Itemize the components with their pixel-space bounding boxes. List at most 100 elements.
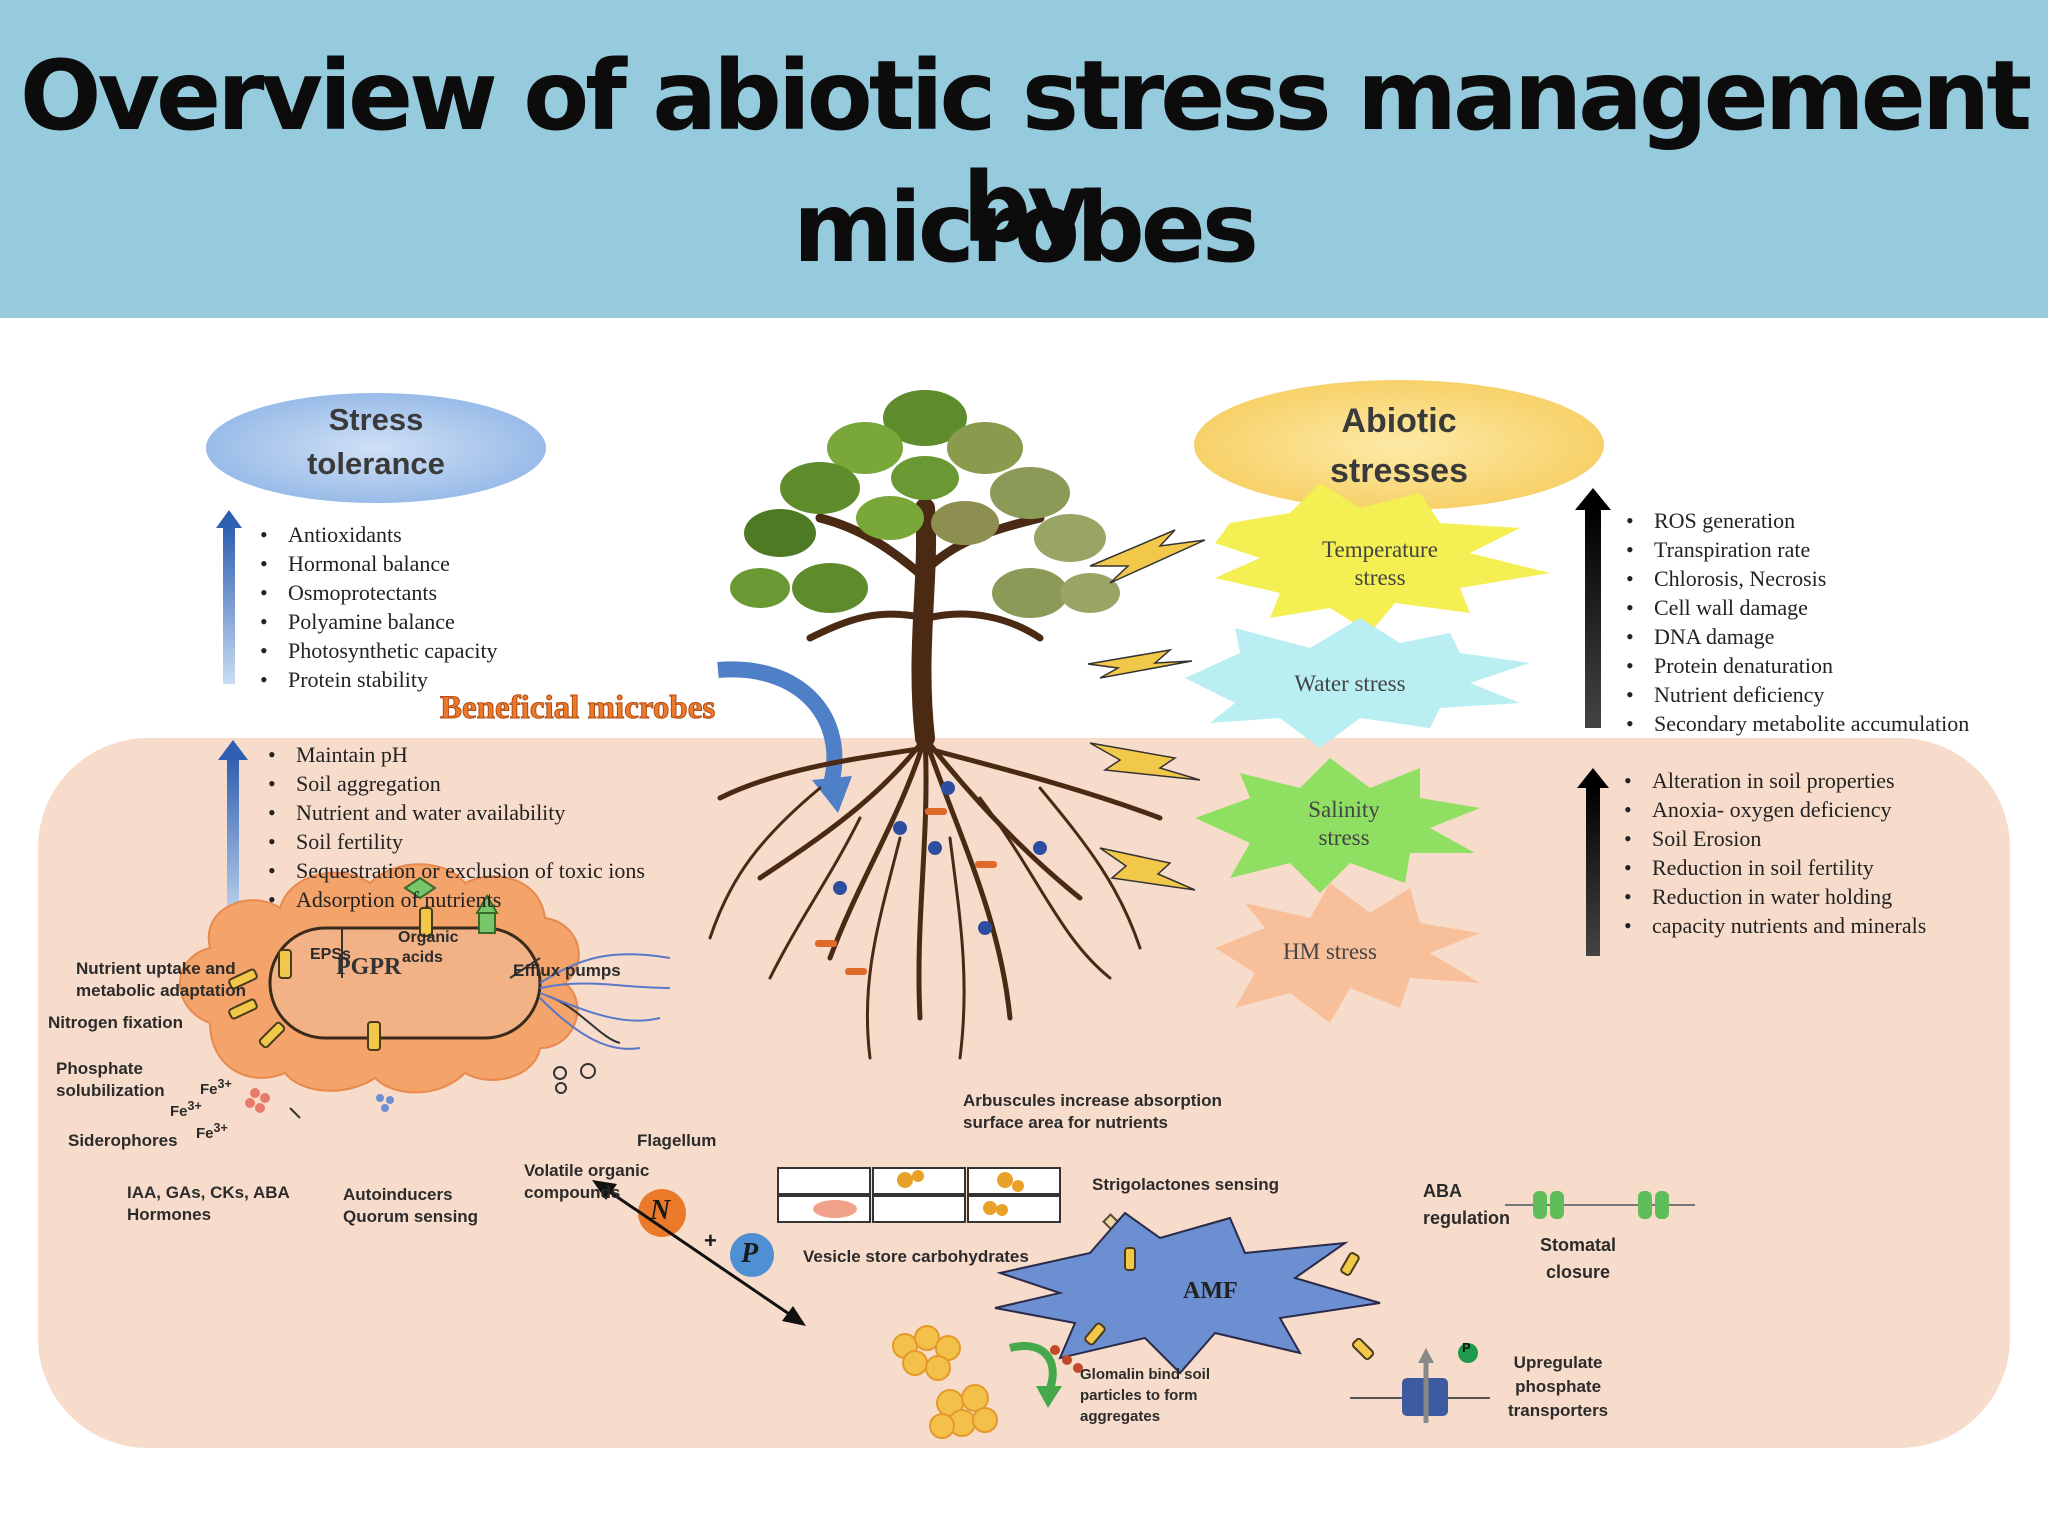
list-item: Reduction in water holding xyxy=(1618,882,1926,911)
list-item: Secondary metabolite accumulation xyxy=(1620,709,1969,738)
upregulate-transporters-label: Upregulate phosphate transporters xyxy=(1508,1351,1608,1423)
list-item: Reduction in soil fertility xyxy=(1618,853,1926,882)
strigolactones-label: Strigolactones sensing xyxy=(1092,1175,1280,1194)
iron-labels: Fe3+ Fe3+ Fe3+ xyxy=(170,1076,232,1142)
volatile-bubbles xyxy=(553,1063,596,1094)
fe-label-1: Fe3+ xyxy=(200,1077,232,1098)
arbuscules-label: Arbuscules increase absorption surface a… xyxy=(963,1090,1222,1134)
up-arrow-upper-black xyxy=(1575,488,1611,728)
glomalin-dots xyxy=(1050,1345,1083,1373)
autoinducers-line1: Autoinducers xyxy=(343,1185,453,1204)
lightning-bolts xyxy=(1087,529,1206,891)
water-stress-label: Water stress xyxy=(1294,671,1406,696)
phosphorus-symbol: P xyxy=(741,1238,759,1269)
abiotic-stresses-heading-line2: stresses xyxy=(1329,452,1468,490)
diagram: Stress tolerance Abiotic stresses Antiox… xyxy=(0,318,2048,1536)
hormones-line2: Hormones xyxy=(127,1205,212,1224)
stress-tolerance-heading: Stress tolerance xyxy=(256,398,496,486)
glomalin-line3: aggregates xyxy=(1080,1408,1161,1425)
fe-label-2: Fe3+ xyxy=(170,1099,202,1120)
phosphate-solubilization-label: Phosphate solubilization xyxy=(56,1058,165,1102)
stomata-icon xyxy=(1505,1191,1695,1219)
aba-regulation-label: ABA regulation xyxy=(1423,1178,1510,1232)
title-line-2: microbes xyxy=(792,172,1259,284)
temperature-star xyxy=(1215,483,1550,633)
list-item: Sequestration or exclusion of toxic ions xyxy=(262,856,645,885)
hm-star xyxy=(1215,883,1480,1023)
phosphate-solubilization-line1: Phosphate xyxy=(56,1059,143,1078)
salinity-stress-line1: Salinity xyxy=(1308,797,1380,822)
hormones-label: IAA, GAs, CKs, ABA Hormones xyxy=(127,1182,290,1226)
nitrogen-fixation-label: Nitrogen fixation xyxy=(48,1013,184,1032)
glomalin-line1: Glomalin bind soil xyxy=(1080,1366,1211,1383)
list-item: Photosynthetic capacity xyxy=(254,636,498,665)
diagram-graphics xyxy=(38,380,2010,1448)
stress-tolerance-heading-line1: Stress xyxy=(328,402,424,437)
list-item: Polyamine balance xyxy=(254,607,498,636)
phosphate-solubilization-line2: solubilization xyxy=(56,1081,165,1100)
abiotic-stresses-heading-line1: Abiotic xyxy=(1341,402,1457,440)
organic-acids-line1: Organic xyxy=(398,929,459,946)
list-item: Protein stability xyxy=(254,665,498,694)
list-item: Anoxia- oxygen deficiency xyxy=(1618,795,1926,824)
upregulate-line2: phosphate xyxy=(1515,1377,1602,1396)
autoinducers-label: Autoinducers Quorum sensing xyxy=(343,1184,478,1228)
list-item: Hormonal balance xyxy=(254,549,498,578)
tree-canopy xyxy=(730,390,1120,618)
organic-acids-line2: acids xyxy=(402,949,443,966)
abiotic-plant-effects-list: ROS generation Transpiration rate Chloro… xyxy=(1620,506,1969,738)
arbuscules-line2: surface area for nutrients xyxy=(963,1113,1169,1132)
nitrogen-symbol: N xyxy=(650,1195,671,1226)
stress-tolerance-plant-list: Antioxidants Hormonal balance Osmoprotec… xyxy=(254,520,498,694)
vesicle-label: Vesicle store carbohydrates xyxy=(803,1247,1029,1266)
phosphate-small-symbol: P xyxy=(1462,1340,1471,1355)
abiotic-stresses-heading: Abiotic stresses xyxy=(1259,396,1539,496)
hormone-dots xyxy=(245,1088,270,1113)
aba-regulation-line1: ABA xyxy=(1423,1181,1462,1201)
stress-tolerance-heading-line2: tolerance xyxy=(307,446,445,481)
list-item: Antioxidants xyxy=(254,520,498,549)
amf-transporters xyxy=(1084,1247,1375,1361)
list-item: Soil fertility xyxy=(262,827,645,856)
vesicle-icon xyxy=(813,1200,857,1218)
temperature-stress-line2: stress xyxy=(1354,565,1406,590)
upregulate-line1: Upregulate xyxy=(1513,1353,1603,1372)
tree-roots xyxy=(708,735,1163,1060)
up-arrow-lower-black xyxy=(1577,768,1609,956)
nitrogen-circle xyxy=(638,1189,686,1237)
hormones-line1: IAA, GAs, CKs, ABA xyxy=(127,1183,290,1202)
glomalin-line2: particles to form xyxy=(1080,1387,1198,1404)
autoinducers-line2: Quorum sensing xyxy=(343,1207,479,1226)
list-item: Alteration in soil properties xyxy=(1618,766,1926,795)
list-item: Nutrient and water availability xyxy=(262,798,645,827)
volatile-compounds-label: Volatile organic compounds xyxy=(524,1160,649,1204)
salinity-star xyxy=(1195,758,1480,893)
water-star xyxy=(1185,618,1530,748)
abiotic-stresses-oval xyxy=(1194,380,1604,510)
list-item: Maintain pH xyxy=(262,740,645,769)
list-item: ROS generation xyxy=(1620,506,1969,535)
phosphorus-circle xyxy=(730,1233,774,1277)
list-item: Soil aggregation xyxy=(262,769,645,798)
temperature-stress-line1: Temperature xyxy=(1322,537,1438,562)
list-item: Protein denaturation xyxy=(1620,651,1969,680)
arbuscule-icons xyxy=(897,1170,1024,1216)
volatile-compounds-line1: Volatile organic xyxy=(524,1161,650,1180)
phosphate-transporter-icon xyxy=(1350,1343,1490,1423)
amf-label: AMF xyxy=(1183,1278,1238,1304)
nutrient-exchange-arrow xyxy=(603,1186,796,1320)
list-item: capacity nutrients and minerals xyxy=(1618,911,1926,940)
fe-label-3: Fe3+ xyxy=(196,1121,228,1142)
efflux-pumps-label: Efflux pumps xyxy=(513,961,621,980)
list-item: Nutrient deficiency xyxy=(1620,680,1969,709)
list-item: Cell wall damage xyxy=(1620,593,1969,622)
hm-stress-label: HM stress xyxy=(1283,939,1377,964)
up-arrow-upper-blue xyxy=(216,510,242,684)
stomatal-closure-line1: Stomatal xyxy=(1540,1235,1617,1255)
root-microbes xyxy=(833,781,1047,935)
plus-symbol: + xyxy=(704,1228,717,1253)
title-line-1: Overview of abiotic stress management by xyxy=(19,40,2032,264)
salinity-stress-label: Salinity stress xyxy=(1254,796,1434,852)
beneficial-microbes-label: Beneficial microbes xyxy=(439,690,716,727)
stress-tolerance-soil-list: Maintain pH Soil aggregation Nutrient an… xyxy=(262,740,645,914)
